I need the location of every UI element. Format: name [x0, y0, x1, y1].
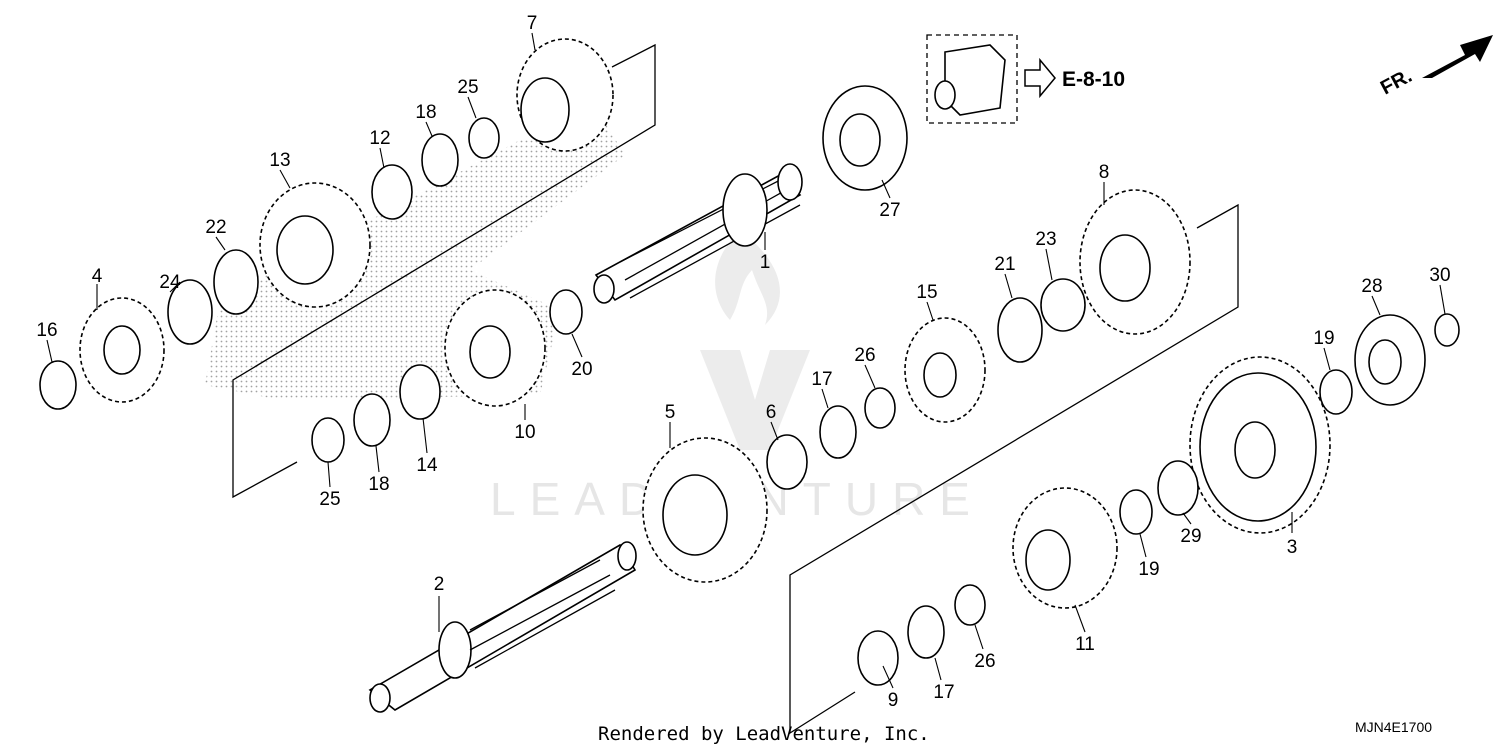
callout-19-lower: 19: [1138, 559, 1159, 580]
needle-bearing-9: [857, 630, 899, 686]
circlip-25-upper: [468, 117, 500, 159]
callout-30: 30: [1429, 265, 1450, 286]
washer-16: [39, 360, 77, 410]
callout-28: 28: [1361, 276, 1382, 297]
callout-13: 13: [269, 150, 290, 171]
callout-4: 4: [92, 266, 103, 287]
washer-18-upper: [421, 133, 459, 187]
reference-dashed-box: [926, 34, 1018, 124]
washer-19-upper: [1319, 369, 1353, 415]
gear-3: [1189, 356, 1331, 534]
callout-26-lower: 26: [974, 651, 995, 672]
callout-23: 23: [1035, 229, 1056, 250]
leader-lines: [46, 32, 1446, 689]
callout-19-upper: 19: [1313, 328, 1334, 349]
gear-11: [1012, 487, 1118, 609]
gear-15: [904, 317, 986, 423]
gear-8: [1079, 189, 1191, 335]
bushing-6: [766, 434, 808, 490]
bearing-28: [1354, 314, 1426, 406]
washer-17-upper: [819, 405, 857, 459]
washer-20: [549, 289, 583, 335]
callout-12: 12: [369, 128, 390, 149]
callout-3: 3: [1287, 537, 1298, 558]
gear-7: [516, 38, 614, 152]
callout-21: 21: [994, 254, 1015, 275]
circlip-25-lower: [311, 417, 345, 463]
gear-4: [79, 297, 165, 403]
reference-link[interactable]: E-8-10: [1062, 68, 1125, 91]
reference-arrow-icon: [1024, 57, 1056, 99]
callout-25-upper: 25: [457, 77, 478, 98]
callout-29: 29: [1180, 526, 1201, 547]
callout-8: 8: [1099, 162, 1110, 183]
callout-17-lower: 17: [933, 682, 954, 703]
washer-18-lower: [353, 393, 391, 447]
callout-15: 15: [916, 282, 937, 303]
bearing-27: [822, 85, 908, 191]
callout-20: 20: [571, 359, 592, 380]
callout-10: 10: [514, 422, 535, 443]
callout-22: 22: [205, 217, 226, 238]
callout-18-upper: 18: [415, 102, 436, 123]
callout-17-upper: 17: [811, 369, 832, 390]
mainshaft: [593, 163, 803, 304]
washer-19-lower: [1119, 489, 1153, 535]
bushing-14: [399, 364, 441, 420]
footer-credit: Rendered by LeadVenture, Inc.: [598, 723, 930, 745]
callout-2: 2: [434, 574, 445, 595]
countershaft: [368, 541, 637, 713]
circlip-26-upper: [864, 387, 896, 429]
gear-13: [259, 182, 371, 308]
callout-14: 14: [416, 455, 438, 476]
callout-6: 6: [766, 402, 777, 423]
callout-7: 7: [527, 13, 538, 34]
callout-11: 11: [1075, 634, 1095, 655]
callout-5: 5: [665, 402, 676, 423]
needle-bearing-29: [1157, 460, 1199, 516]
callout-24: 24: [159, 272, 181, 293]
circlip-26-lower: [954, 584, 986, 626]
needle-bearing-12: [371, 164, 413, 220]
washer-23: [1040, 278, 1086, 332]
washer-24: [167, 279, 213, 345]
callout-27: 27: [879, 200, 900, 221]
assembly-frames: [232, 43, 1239, 735]
front-indicator: FR.: [1377, 35, 1493, 99]
callout-26-upper: 26: [854, 345, 875, 366]
reference-inset: E-8-10: [926, 34, 1125, 124]
watermark-flame-icon: [715, 230, 780, 325]
callout-labels: 1 2 3 4 5 6 7 8 9 10 11 12 13 14 15 16 1…: [36, 13, 1450, 711]
callout-1: 1: [760, 252, 771, 273]
watermark-v-icon: [700, 350, 810, 450]
washer-17-lower: [907, 605, 945, 659]
gear-5: [642, 437, 768, 583]
diagram-code: MJN4E1700: [1355, 719, 1432, 735]
callout-16: 16: [36, 320, 57, 341]
callout-18-lower: 18: [368, 474, 389, 495]
circlip-30: [1434, 313, 1460, 347]
reference-part-icon: [944, 44, 1006, 116]
callout-25-lower: 25: [319, 489, 340, 510]
front-label: FR.: [1377, 65, 1416, 100]
callout-9: 9: [888, 690, 899, 711]
front-arrow-icon: [1422, 35, 1493, 78]
washer-21: [997, 297, 1043, 363]
washer-22: [213, 249, 259, 315]
gear-10: [444, 289, 546, 407]
